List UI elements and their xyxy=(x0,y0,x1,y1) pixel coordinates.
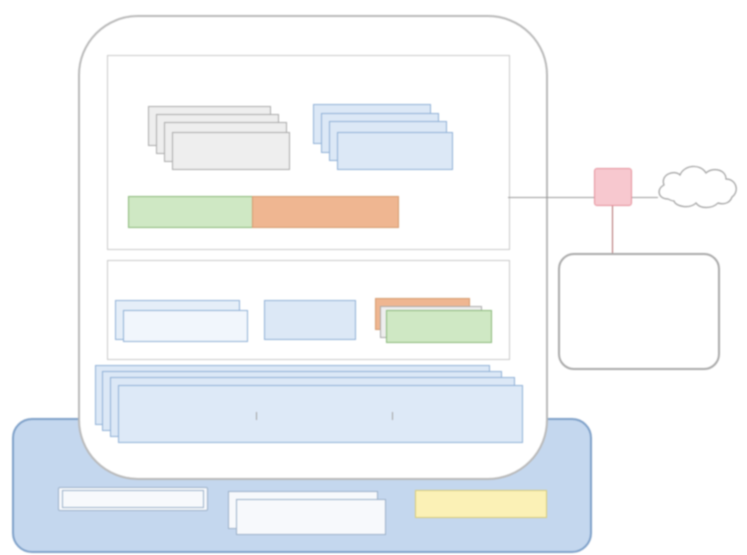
right-stack-card xyxy=(337,132,453,170)
cloud-label xyxy=(666,174,732,192)
platform-box-center xyxy=(236,499,386,535)
band-front xyxy=(118,385,523,443)
band-divider-1 xyxy=(256,412,257,420)
mid-box-2 xyxy=(264,300,356,340)
cloud-icon xyxy=(658,165,737,209)
green-module xyxy=(128,196,254,228)
network-panel xyxy=(558,253,720,370)
connector-line-horizontal xyxy=(508,197,658,198)
platform-box-yellow xyxy=(415,490,547,518)
mid-box-3 xyxy=(386,310,492,343)
left-stack-card xyxy=(172,132,290,170)
gateway-node xyxy=(594,168,632,206)
mid-box-1 xyxy=(123,310,248,342)
platform-box-left xyxy=(62,490,204,508)
orange-module xyxy=(252,196,399,228)
connector-line-vertical xyxy=(612,206,613,254)
band-divider-2 xyxy=(392,412,393,420)
